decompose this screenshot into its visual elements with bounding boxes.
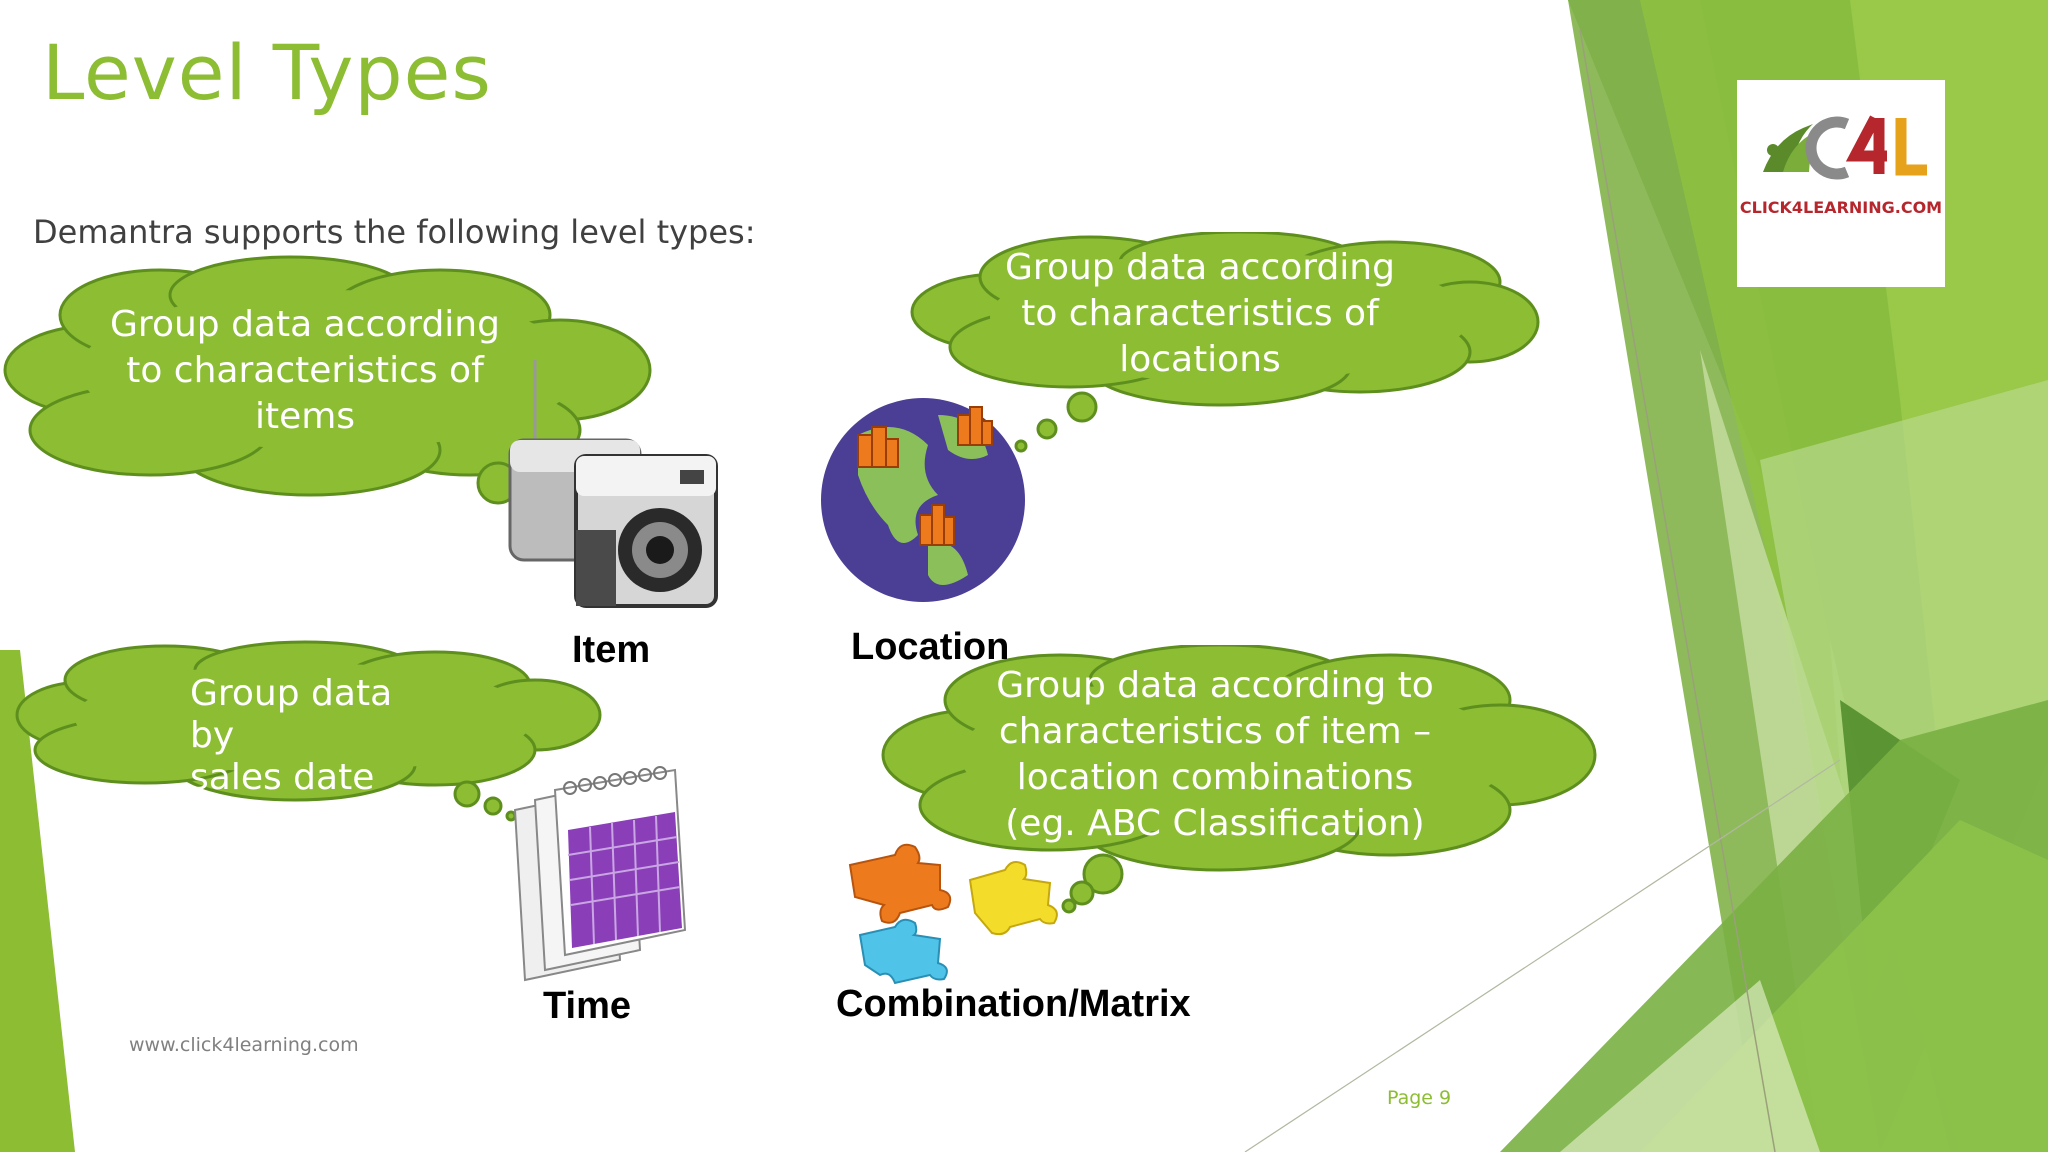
click4learning-logo: CLICK4LEARNING.COM (1737, 80, 1945, 287)
time-label: Time (543, 985, 632, 1027)
logo-text: CLICK4LEARNING.COM (1739, 198, 1943, 217)
item-cloud-shape (3, 255, 652, 505)
calendar-icon (513, 766, 687, 982)
camera-radio-icon (508, 360, 718, 608)
globe-warehouse-icon (821, 398, 1025, 602)
page-title: Level Types (42, 28, 492, 117)
page-number: Page 9 (1387, 1087, 1452, 1109)
combination-label: Combination/Matrix (836, 983, 1191, 1025)
c4l-logo-mark (1763, 115, 1927, 180)
location-cloud-shape (910, 232, 1540, 453)
page-subtitle: Demantra supports the following level ty… (33, 213, 756, 251)
location-label: Location (851, 626, 1010, 668)
time-cloud-shape (15, 640, 602, 822)
combination-cloud-shape (881, 645, 1597, 914)
footer-url: www.click4learning.com (129, 1034, 359, 1056)
item-label: Item (572, 629, 651, 671)
puzzle-pieces-icon (848, 843, 1058, 985)
